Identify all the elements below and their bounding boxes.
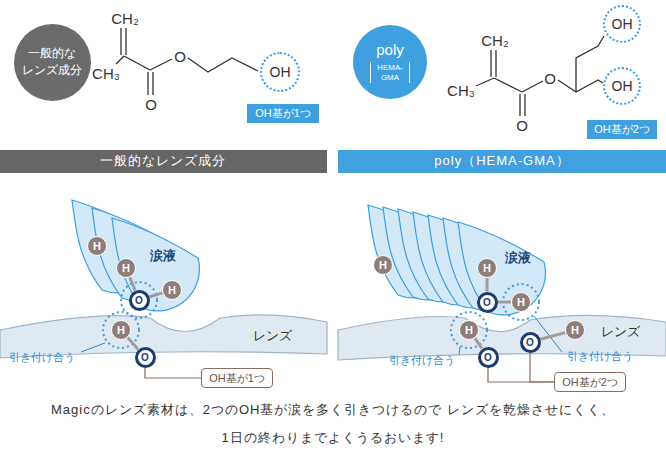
hydrogen-atom: H bbox=[116, 258, 136, 278]
node-text: O bbox=[484, 352, 492, 363]
chemical-bond bbox=[130, 277, 135, 290]
attraction-rings bbox=[103, 282, 539, 348]
tear-drop bbox=[458, 222, 545, 315]
node-text: H bbox=[168, 284, 176, 296]
hydroxyl-ring: OH bbox=[603, 67, 641, 105]
atom-label: O bbox=[544, 70, 556, 87]
oxygen-atom: O bbox=[477, 292, 498, 313]
count-tag: OH基が2つ bbox=[554, 372, 626, 392]
tear-label: 涙液 bbox=[505, 249, 531, 267]
atom-label: O bbox=[516, 117, 528, 134]
node-text: O bbox=[526, 337, 534, 348]
node-text: HEMA- GMA bbox=[370, 62, 410, 82]
chemical-bond bbox=[486, 278, 489, 292]
node-text: H bbox=[483, 262, 491, 274]
node-text: OH bbox=[270, 64, 291, 80]
caption-text: Magicのレンズ素材は、2つのOH基が涙を多く引きつけるので レンズを乾燥させ… bbox=[33, 396, 633, 450]
hydrogen-atom: H bbox=[111, 320, 131, 340]
chemical-bond bbox=[128, 337, 138, 349]
node-text: OH bbox=[612, 16, 633, 32]
node-text: O bbox=[141, 352, 149, 363]
chemical-bond bbox=[540, 333, 565, 340]
atom-label: O bbox=[174, 48, 186, 65]
component-circle: 一般的な レンズ成分 bbox=[14, 24, 91, 101]
hydroxyl-ring: OH bbox=[260, 52, 300, 92]
attraction-label: 引き付け合う bbox=[9, 350, 75, 365]
node-text: 一般的なレンズ成分 bbox=[100, 152, 226, 170]
node-text: H bbox=[465, 324, 473, 336]
node-text: H bbox=[571, 324, 579, 336]
component-circle: polyHEMA- GMA bbox=[353, 25, 427, 99]
lens-label: レンズ bbox=[601, 323, 640, 341]
oxygen-atom: O bbox=[520, 332, 541, 353]
atom-label: CH₂ bbox=[111, 10, 139, 27]
section-band: poly（HEMA-GMA） bbox=[338, 150, 666, 173]
tear-drop bbox=[112, 218, 199, 311]
hydrogen-atom: H bbox=[87, 236, 107, 256]
node-text: poly（HEMA-GMA） bbox=[434, 152, 569, 170]
chemical-bond bbox=[149, 293, 162, 297]
hydrogen-atom: H bbox=[373, 255, 393, 275]
leader-line bbox=[145, 368, 201, 379]
hydrogen-atom: H bbox=[162, 280, 182, 300]
oxygen-atom: O bbox=[129, 290, 150, 311]
oxygen-atom: O bbox=[135, 347, 156, 368]
node-text: OH bbox=[612, 78, 633, 94]
hydrogen-atom: H bbox=[459, 320, 479, 340]
chemical-bond bbox=[475, 338, 482, 348]
chemical-bond bbox=[498, 301, 512, 304]
attraction-label: 引き付け合う bbox=[389, 353, 455, 368]
hydroxyl-ring: OH bbox=[603, 5, 641, 43]
node-text: OH基が1つ bbox=[255, 106, 311, 121]
node-text: H bbox=[517, 296, 525, 308]
count-tag: OH基が2つ bbox=[587, 120, 657, 139]
atom-label: CH₃ bbox=[92, 65, 120, 82]
node-text: 一般的な レンズ成分 bbox=[20, 45, 84, 80]
hydrogen-atom: H bbox=[565, 320, 585, 340]
node-text: OH基が1つ bbox=[209, 371, 265, 386]
oxygen-atom: O bbox=[478, 347, 499, 368]
attraction-label: 引き付け合う bbox=[567, 349, 633, 364]
node-text: poly bbox=[376, 41, 404, 59]
node-text: OH基が2つ bbox=[594, 122, 650, 137]
tear-drops bbox=[72, 200, 545, 315]
lens-label: レンズ bbox=[253, 327, 292, 345]
count-tag: OH基が1つ bbox=[201, 368, 273, 388]
hydrogen-atom: H bbox=[477, 258, 497, 278]
atom-label: CH₂ bbox=[481, 32, 509, 49]
node-text: H bbox=[93, 240, 101, 252]
count-tag: OH基が1つ bbox=[247, 104, 319, 123]
hydrogen-atom: H bbox=[511, 292, 531, 312]
node-text: H bbox=[379, 259, 387, 271]
node-text: H bbox=[122, 262, 130, 274]
node-text: O bbox=[483, 297, 491, 308]
node-text: OH基が2つ bbox=[562, 375, 618, 390]
atom-label: CH₃ bbox=[447, 82, 475, 99]
node-text: O bbox=[135, 295, 143, 306]
leader-line bbox=[530, 353, 554, 383]
tear-label: 涙液 bbox=[150, 247, 176, 265]
node-text: H bbox=[117, 324, 125, 336]
atom-label: O bbox=[145, 96, 157, 113]
caption: Magicのレンズ素材は、2つのOH基が涙を多く引きつけるので レンズを乾燥させ… bbox=[33, 396, 633, 450]
section-band: 一般的なレンズ成分 bbox=[0, 150, 327, 173]
leader-line bbox=[488, 368, 554, 383]
